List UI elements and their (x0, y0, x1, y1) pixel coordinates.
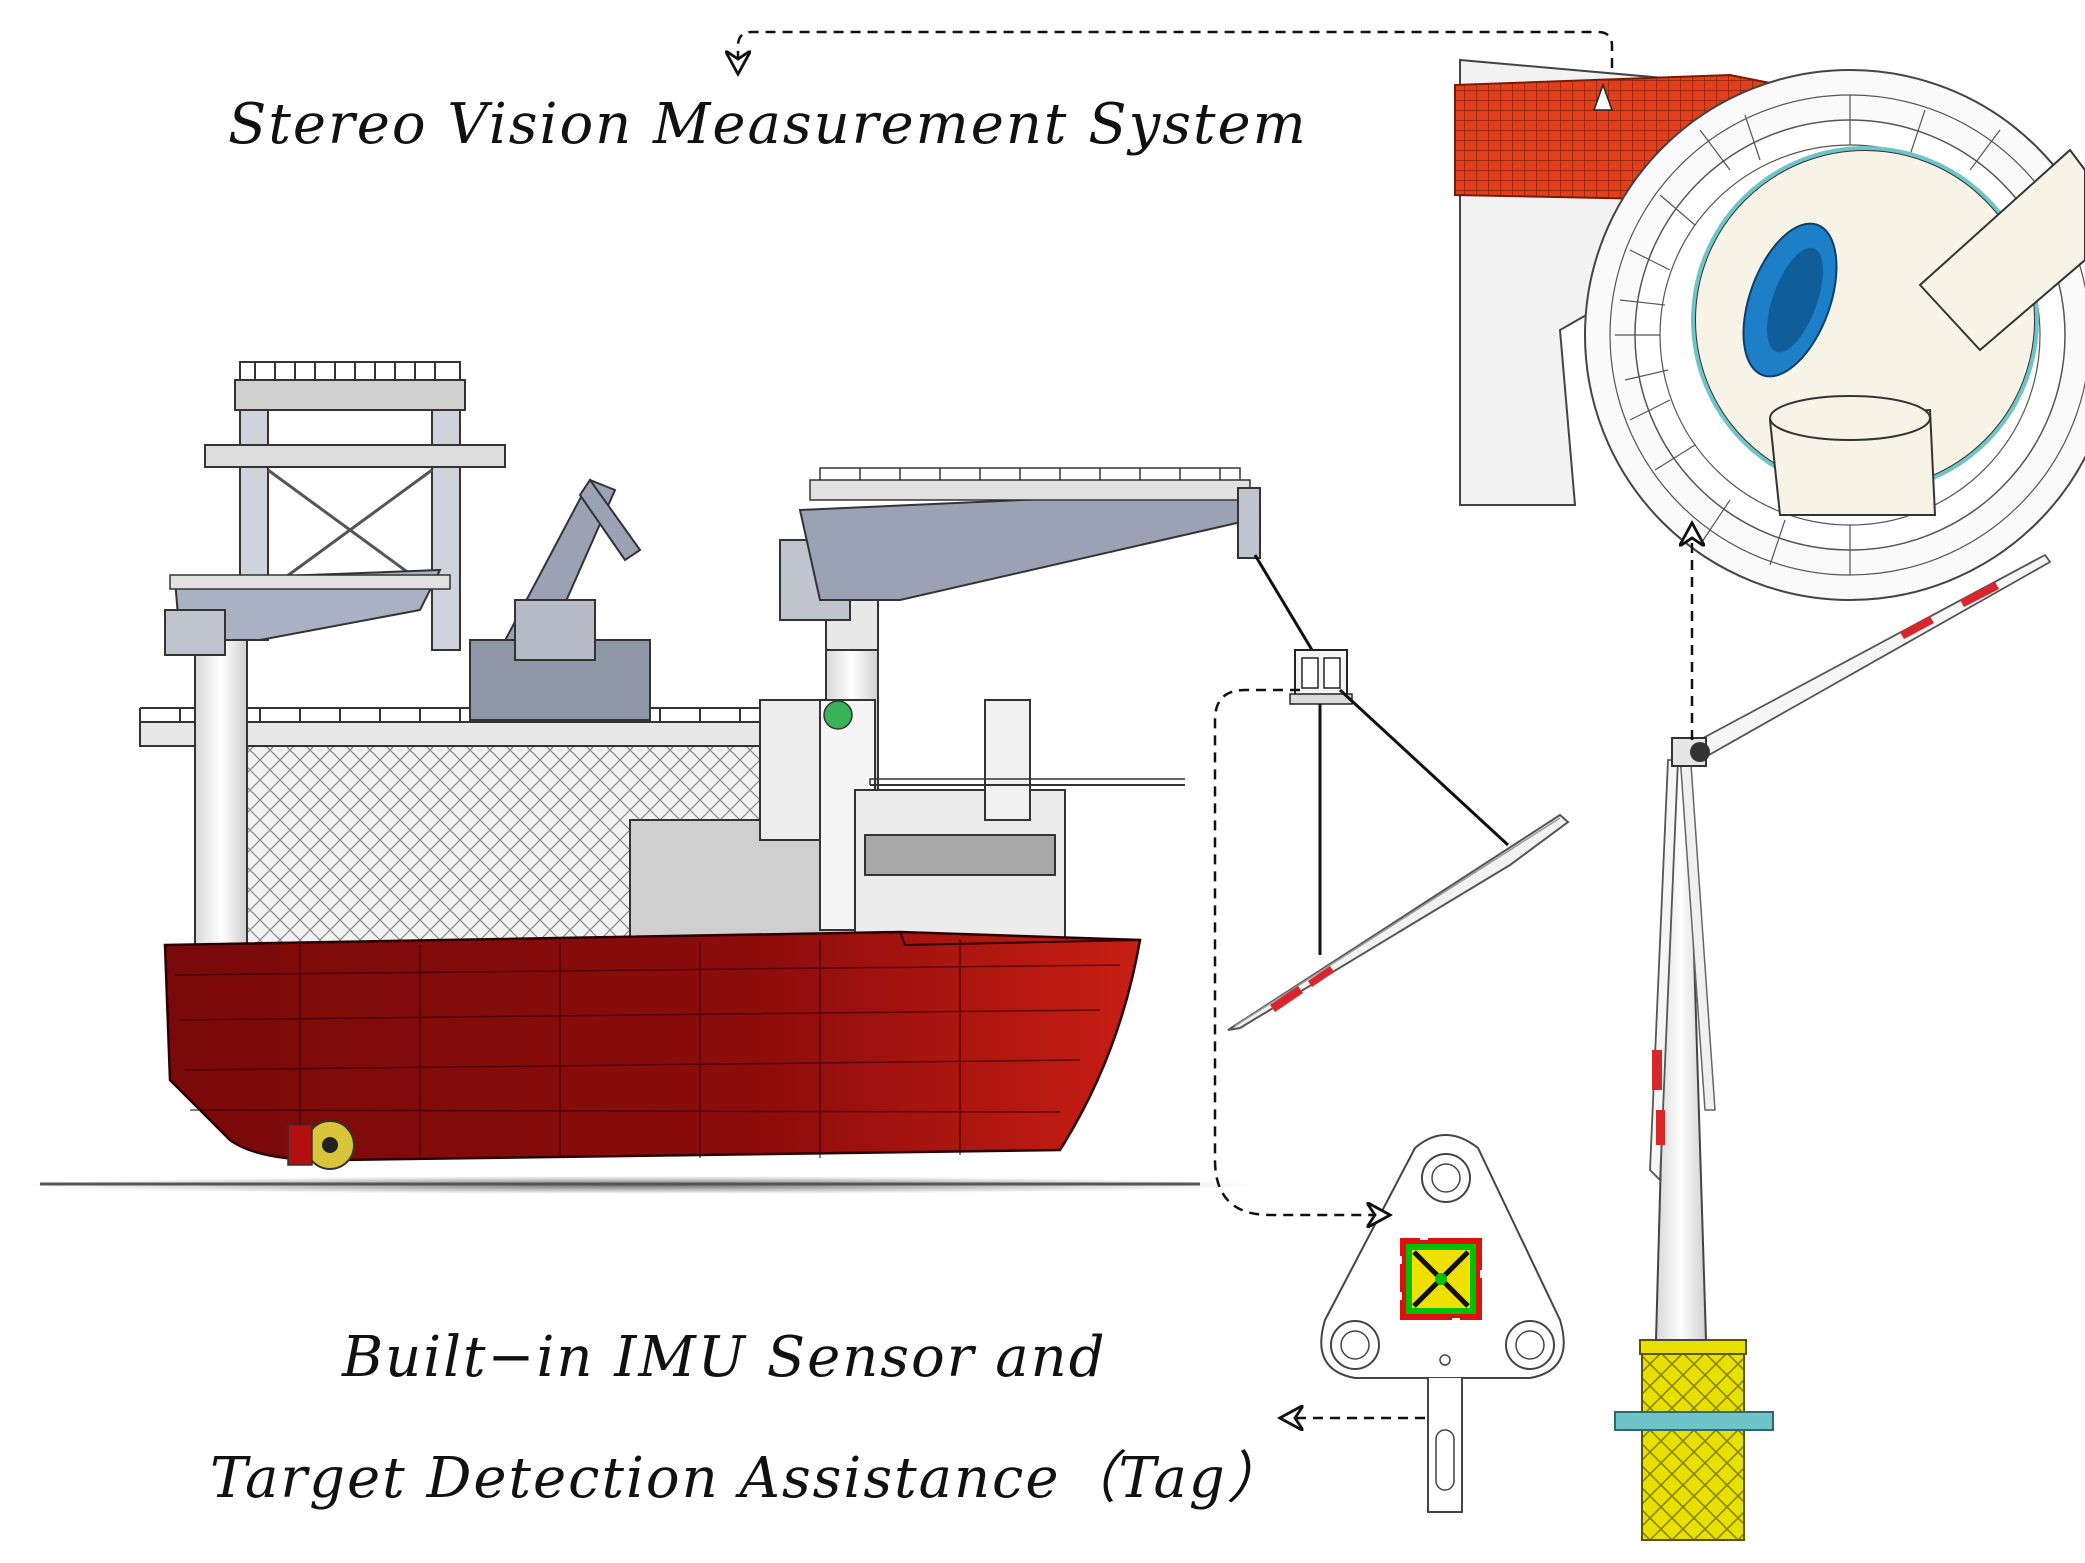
stereo-vision-label: Stereo Vision Measurement System (228, 92, 1308, 157)
tag-plate-illustration (1320, 1134, 1565, 1513)
arrow-to-stereo-label (738, 30, 1614, 72)
imu-sensor-label: Built−in IMU Sensor and (342, 1325, 1107, 1390)
dashed-connectors (738, 30, 1692, 1418)
fiducial-tag-icon (1396, 1234, 1486, 1324)
blade-illustration (1227, 813, 1570, 1031)
wind-turbine-illustration (1614, 553, 2052, 1541)
gripper-illustration (1253, 554, 1510, 955)
green-dome (823, 700, 853, 730)
target-detection-label: Target Detection Assistance（Tag） (210, 1446, 1285, 1511)
vessel-illustration (20, 361, 1261, 1194)
nacelle-closeup-illustration (1454, 58, 2085, 601)
arrow-gripper-to-tag (1213, 688, 1388, 1215)
